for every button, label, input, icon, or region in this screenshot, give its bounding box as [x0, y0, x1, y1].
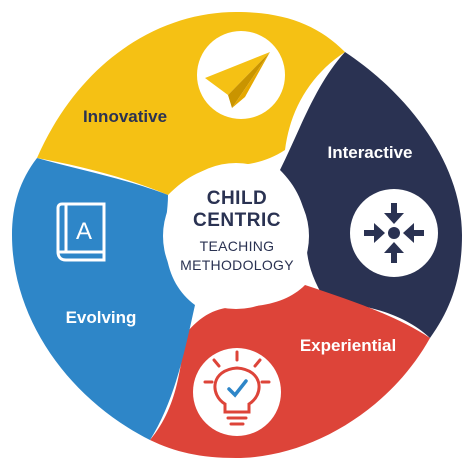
center-subtitle-line1: TEACHING: [200, 238, 275, 254]
lightbulb-check-icon: [203, 350, 271, 426]
interactive-label: Interactive: [327, 143, 412, 162]
center-subtitle-line2: METHODOLOGY: [180, 257, 294, 273]
paper-plane-icon: [205, 52, 270, 108]
center-title-line2: CENTRIC: [193, 210, 281, 231]
evolving-label: Evolving: [66, 308, 137, 327]
segment-evolving: [12, 158, 195, 440]
center-circle: [163, 163, 309, 309]
svg-text:A: A: [76, 218, 92, 245]
center-title-line1: CHILD: [207, 188, 268, 209]
experiential-label: Experiential: [300, 336, 396, 355]
innovative-label: Innovative: [83, 107, 167, 126]
book-icon: A: [56, 202, 106, 262]
converging-arrows-icon: [364, 203, 424, 263]
